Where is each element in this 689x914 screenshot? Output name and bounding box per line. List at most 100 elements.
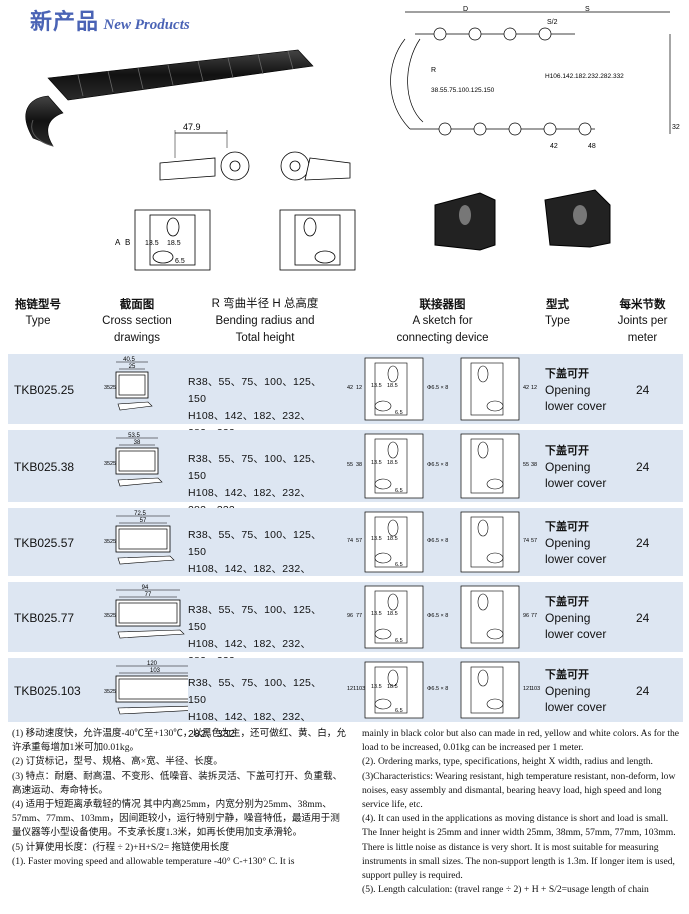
radius-values: R38、55、75、100、125、150 [188, 677, 322, 706]
side-link-drawing: 47.9 [159, 122, 351, 181]
dim-inner: 77 [145, 592, 152, 598]
hole-a: 13.5 [371, 684, 382, 690]
table-header: 拖链型号 Type 截面图 Cross section drawings R 弯… [0, 296, 689, 352]
screw-spec: Φ6.5 × 8 [427, 385, 448, 391]
row-type: TKB025.57 [14, 536, 75, 550]
hole-b: 18.5 [387, 611, 398, 617]
hole-c: 6.5 [395, 562, 403, 568]
row-joints: 24 [636, 611, 650, 625]
dim-inner: 25 [129, 364, 136, 370]
note-en-1-start: (1). Faster moving speed and allowable t… [12, 855, 295, 867]
dim-s2: S/2 [547, 19, 558, 26]
opening-en-2: lower cover [545, 627, 607, 641]
hole-c: 6.5 [395, 638, 403, 644]
dim-a: 96 [347, 613, 353, 619]
opening-cn: 下盖可开 [545, 444, 589, 457]
dim-48: 48 [588, 143, 596, 150]
dim-a-right: 42 [523, 385, 529, 391]
notes-right: mainly in black color but also can made … [362, 727, 680, 897]
hole-b: 18.5 [387, 536, 398, 542]
row-opening: 下盖可开 Opening lower cover [545, 366, 606, 414]
col-radius: R 弯曲半径 H 总高度 Bending radius and Total he… [211, 298, 319, 344]
dim-outer: 94 [142, 585, 149, 591]
note-cn-1: (1) 移动速度快，允许温度-40℃至+130℃，以黑色为主，还可做红、黄、白，… [12, 728, 346, 754]
dim-b-right: 77 [531, 613, 537, 619]
dim-a-label: A [115, 238, 121, 247]
row-opening: 下盖可开 Opening lower cover [545, 443, 606, 491]
connector-photos [434, 189, 611, 251]
hole-c-label: 6.5 [175, 258, 185, 265]
dim-outer: 120 [147, 661, 158, 667]
dim-a: 42 [347, 385, 353, 391]
row-type: TKB025.103 [14, 684, 81, 698]
dim-a: 121 [347, 686, 356, 692]
dim-b-right: 57 [531, 538, 537, 544]
dim-r: R [431, 67, 436, 74]
opening-en-1: Opening [545, 460, 591, 474]
col-opening-type: 型式 Type [545, 297, 570, 327]
radius-values: R38、55、75、100、125、150 [188, 529, 322, 558]
row-type: TKB025.25 [14, 383, 75, 397]
opening-en-1: Opening [545, 383, 591, 397]
hole-b: 18.5 [387, 684, 398, 690]
hole-b: 18.5 [387, 383, 398, 389]
screw-spec: Φ6.5 × 8 [427, 462, 448, 468]
opening-en-2: lower cover [545, 552, 607, 566]
radius-values: R38、55、75、100、125、150 [188, 376, 322, 405]
col-type: 拖链型号 Type [15, 297, 61, 327]
dim-32: 32 [672, 124, 680, 131]
note-cn-3: (3) 特点：耐磨、耐高温、不变形、低噪音、装拆灵活、下盖可打开、负重载、高速运… [12, 770, 343, 796]
radius-values: R38、55、75、100、125、150 [188, 453, 322, 482]
dim-b-right: 12 [531, 385, 537, 391]
dim-h1: 35 [104, 461, 110, 467]
dim-a-right: 55 [523, 462, 529, 468]
dim-inner: 38 [134, 440, 141, 446]
note-en-2: (2). Ordering marks, type, specification… [362, 756, 653, 768]
dim-h1: 35 [104, 613, 110, 619]
screw-spec: Φ6.5 × 8 [427, 686, 448, 692]
hole-c: 6.5 [395, 410, 403, 416]
dim-inner: 103 [150, 668, 161, 674]
row-joints: 24 [636, 536, 650, 550]
chain-geometry-drawing: D S S/2 R 38.55.75.100.125.150 H106.142.… [390, 6, 680, 150]
dim-b: 103 [356, 686, 365, 692]
radius-values: R38、55、75、100、125、150 [188, 604, 322, 633]
note-cn-2: (2) 订货标记，型号、规格、高×宽、半径、长度。 [12, 756, 223, 768]
row-joints: 24 [636, 460, 650, 474]
dim-b: 38 [356, 462, 362, 468]
row-joints: 24 [636, 684, 650, 698]
title-en: New Products [103, 17, 190, 33]
note-en-3: (3)Characteristics: Wearing resistant, h… [362, 770, 676, 811]
dim-width: 47.9 [183, 122, 201, 132]
opening-en-2: lower cover [545, 399, 607, 413]
dim-b-right: 103 [531, 686, 540, 692]
dim-h2: 25 [110, 539, 116, 545]
hole-c: 6.5 [395, 488, 403, 494]
dim-b-right: 38 [531, 462, 537, 468]
hole-a: 13.5 [371, 383, 382, 389]
dim-outer: 72.5 [134, 511, 146, 517]
opening-cn: 下盖可开 [545, 367, 589, 380]
dim-h2: 25 [110, 385, 116, 391]
opening-en-2: lower cover [545, 476, 607, 490]
dim-outer: 40.5 [123, 357, 135, 363]
opening-en-1: Opening [545, 536, 591, 550]
note-en-1-cont: mainly in black color but also can made … [362, 728, 680, 754]
dim-inner: 57 [140, 518, 147, 524]
dim-outer: 53.5 [128, 433, 140, 439]
